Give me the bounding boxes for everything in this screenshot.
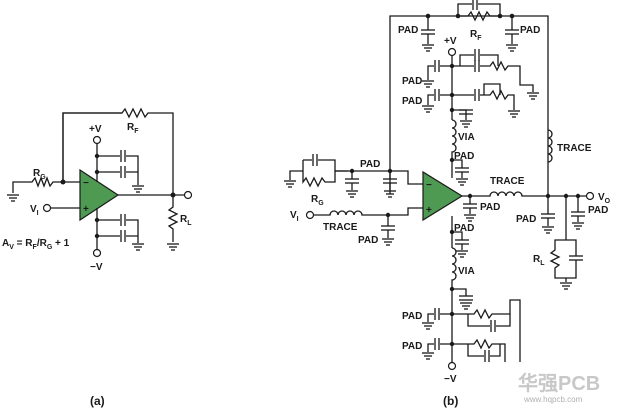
- a-vi-label: VI: [30, 204, 39, 217]
- b-pos-via-pad: [452, 109, 467, 120]
- diagram-a: RF RG VI − + RL +V −V: [2, 107, 193, 408]
- watermark-brand: 华强PCB: [518, 371, 600, 395]
- b-rf-label: RF: [470, 29, 482, 42]
- b-vo-label: VO: [598, 192, 611, 205]
- b-feedback-trace-inductor: [547, 129, 553, 163]
- b-inverting-wire: [335, 170, 423, 185]
- b-pos-bypass-network-2: [452, 89, 515, 110]
- b-neg-pad-cap-2: [452, 288, 467, 296]
- b-neg-pad-cap-1: [452, 231, 463, 250]
- b-neg-pad-label-3: PAD: [402, 341, 422, 352]
- a-output-terminal: [183, 190, 193, 200]
- a-pos-supply-terminal: [92, 135, 102, 145]
- b-pos-via-label: VIA: [458, 132, 475, 143]
- b-pos-pad-label-3: PAD: [454, 151, 474, 162]
- b-load-ground-icon: [559, 282, 573, 290]
- a-rl-label: RL: [180, 214, 192, 227]
- a-pos-bypass-ground-icon: [131, 185, 145, 193]
- b-pos-pad-label-2: PAD: [402, 96, 422, 107]
- b-rg-network: [289, 159, 348, 188]
- b-inv-pad-label: PAD: [360, 159, 380, 170]
- b-pos-pad-wires: [427, 65, 452, 105]
- b-output-pad-label: PAD: [480, 202, 500, 213]
- b-minus-sign: −: [426, 180, 432, 191]
- b-top-left-pad-cap: [420, 29, 436, 35]
- b-top-right-pad-label: PAD: [520, 25, 540, 36]
- b-output-trace-label: TRACE: [490, 176, 525, 187]
- a-neg-bypass-ground-icon: [131, 243, 145, 251]
- watermark: 华强PCB www.hqpcb.com: [518, 371, 600, 404]
- a-gain-resistor: [12, 176, 80, 193]
- a-input-terminal: [42, 203, 52, 213]
- b-rl-label: RL: [533, 254, 545, 267]
- watermark-site: www.hqpcb.com: [523, 395, 583, 404]
- a-rf-label: RF: [127, 122, 139, 135]
- a-pos-supply-label: +V: [89, 124, 102, 135]
- a-op-amp: [79, 168, 120, 222]
- a-ground-icon: [6, 194, 20, 202]
- b-inv-pad-wires: [351, 171, 391, 190]
- a-junction-dot: [60, 179, 66, 185]
- b-load-pad-label-1: PAD: [516, 214, 536, 225]
- a-minus-sign: −: [83, 178, 89, 189]
- b-plus-sign: +: [426, 205, 432, 216]
- b-pos-supply-terminal: [447, 47, 457, 57]
- b-input-trace-inductor: [314, 207, 423, 216]
- a-neg-supply-terminal: [92, 248, 102, 258]
- b-neg-bypass-cap-1: [467, 314, 511, 327]
- b-neg-bypass-cap-2: [467, 344, 501, 357]
- b-output-trace-inductor: [462, 191, 586, 197]
- a-load-ground-icon: [166, 243, 180, 251]
- b-vi-label: VI: [290, 210, 299, 223]
- a-rg-label: RG: [33, 168, 46, 181]
- b-feedback-cap-wire: [457, 3, 501, 16]
- a-pos-bypass-wires: [96, 144, 139, 185]
- b-neg-bypass-network-1: [452, 299, 521, 362]
- b-neg-pad-wires: [427, 313, 452, 352]
- b-top-pad-wires: [427, 16, 513, 44]
- b-neg-supply-terminal: [447, 361, 457, 371]
- a-feedback-resistor: [62, 107, 174, 196]
- b-neg-pad-label-1: PAD: [454, 223, 474, 234]
- a-load-resistor: [167, 195, 179, 242]
- b-pos-via-inductor: [451, 119, 457, 160]
- b-neg-pad-label-2: PAD: [402, 311, 422, 322]
- b-neg-via-inductor: [451, 247, 457, 362]
- a-neg-supply-label: −V: [90, 262, 103, 273]
- b-input-trace-label: TRACE: [323, 222, 358, 233]
- b-top-left-pad-label: PAD: [398, 25, 418, 36]
- b-output-terminal: [585, 191, 595, 201]
- b-noninv-pad-label: PAD: [358, 235, 378, 246]
- b-load-network: [549, 196, 577, 282]
- a-neg-bypass-wires: [96, 208, 139, 249]
- b-output-load-pads: [547, 196, 579, 226]
- b-pos-pad-cap-3: [452, 159, 463, 178]
- b-caption: (b): [443, 394, 458, 408]
- b-pos-bypass-network-1: [452, 60, 534, 92]
- b-rg-ground-icon: [283, 180, 297, 188]
- b-pos-supply-label: +V: [444, 36, 457, 47]
- b-feedback-wire: [389, 15, 549, 194]
- b-op-amp: [422, 170, 464, 222]
- b-pos-pad-label-1: PAD: [402, 76, 422, 87]
- b-rg-label: RG: [311, 194, 324, 207]
- b-feedback-resistor: [458, 10, 500, 22]
- b-pos-bypass-cap-2: [483, 83, 501, 95]
- b-neg-via-label: VIA: [458, 266, 475, 277]
- a-plus-sign: +: [83, 204, 89, 215]
- b-load-pad-label-2: PAD: [588, 205, 608, 216]
- diagram-b: PAD PAD RF TRACE +V PAD PAD VIA: [283, 0, 611, 408]
- b-input-terminal: [305, 210, 315, 220]
- b-top-right-pad-cap: [504, 29, 520, 35]
- b-pos-bypass-cap-1: [459, 54, 499, 66]
- a-caption: (a): [90, 394, 105, 408]
- b-neg-supply-label: −V: [444, 374, 457, 385]
- a-gain-equation: AV = RF/RG + 1: [2, 238, 70, 251]
- b-feedback-trace-label: TRACE: [557, 143, 592, 154]
- b-neg-bypass-network-2: [452, 338, 506, 362]
